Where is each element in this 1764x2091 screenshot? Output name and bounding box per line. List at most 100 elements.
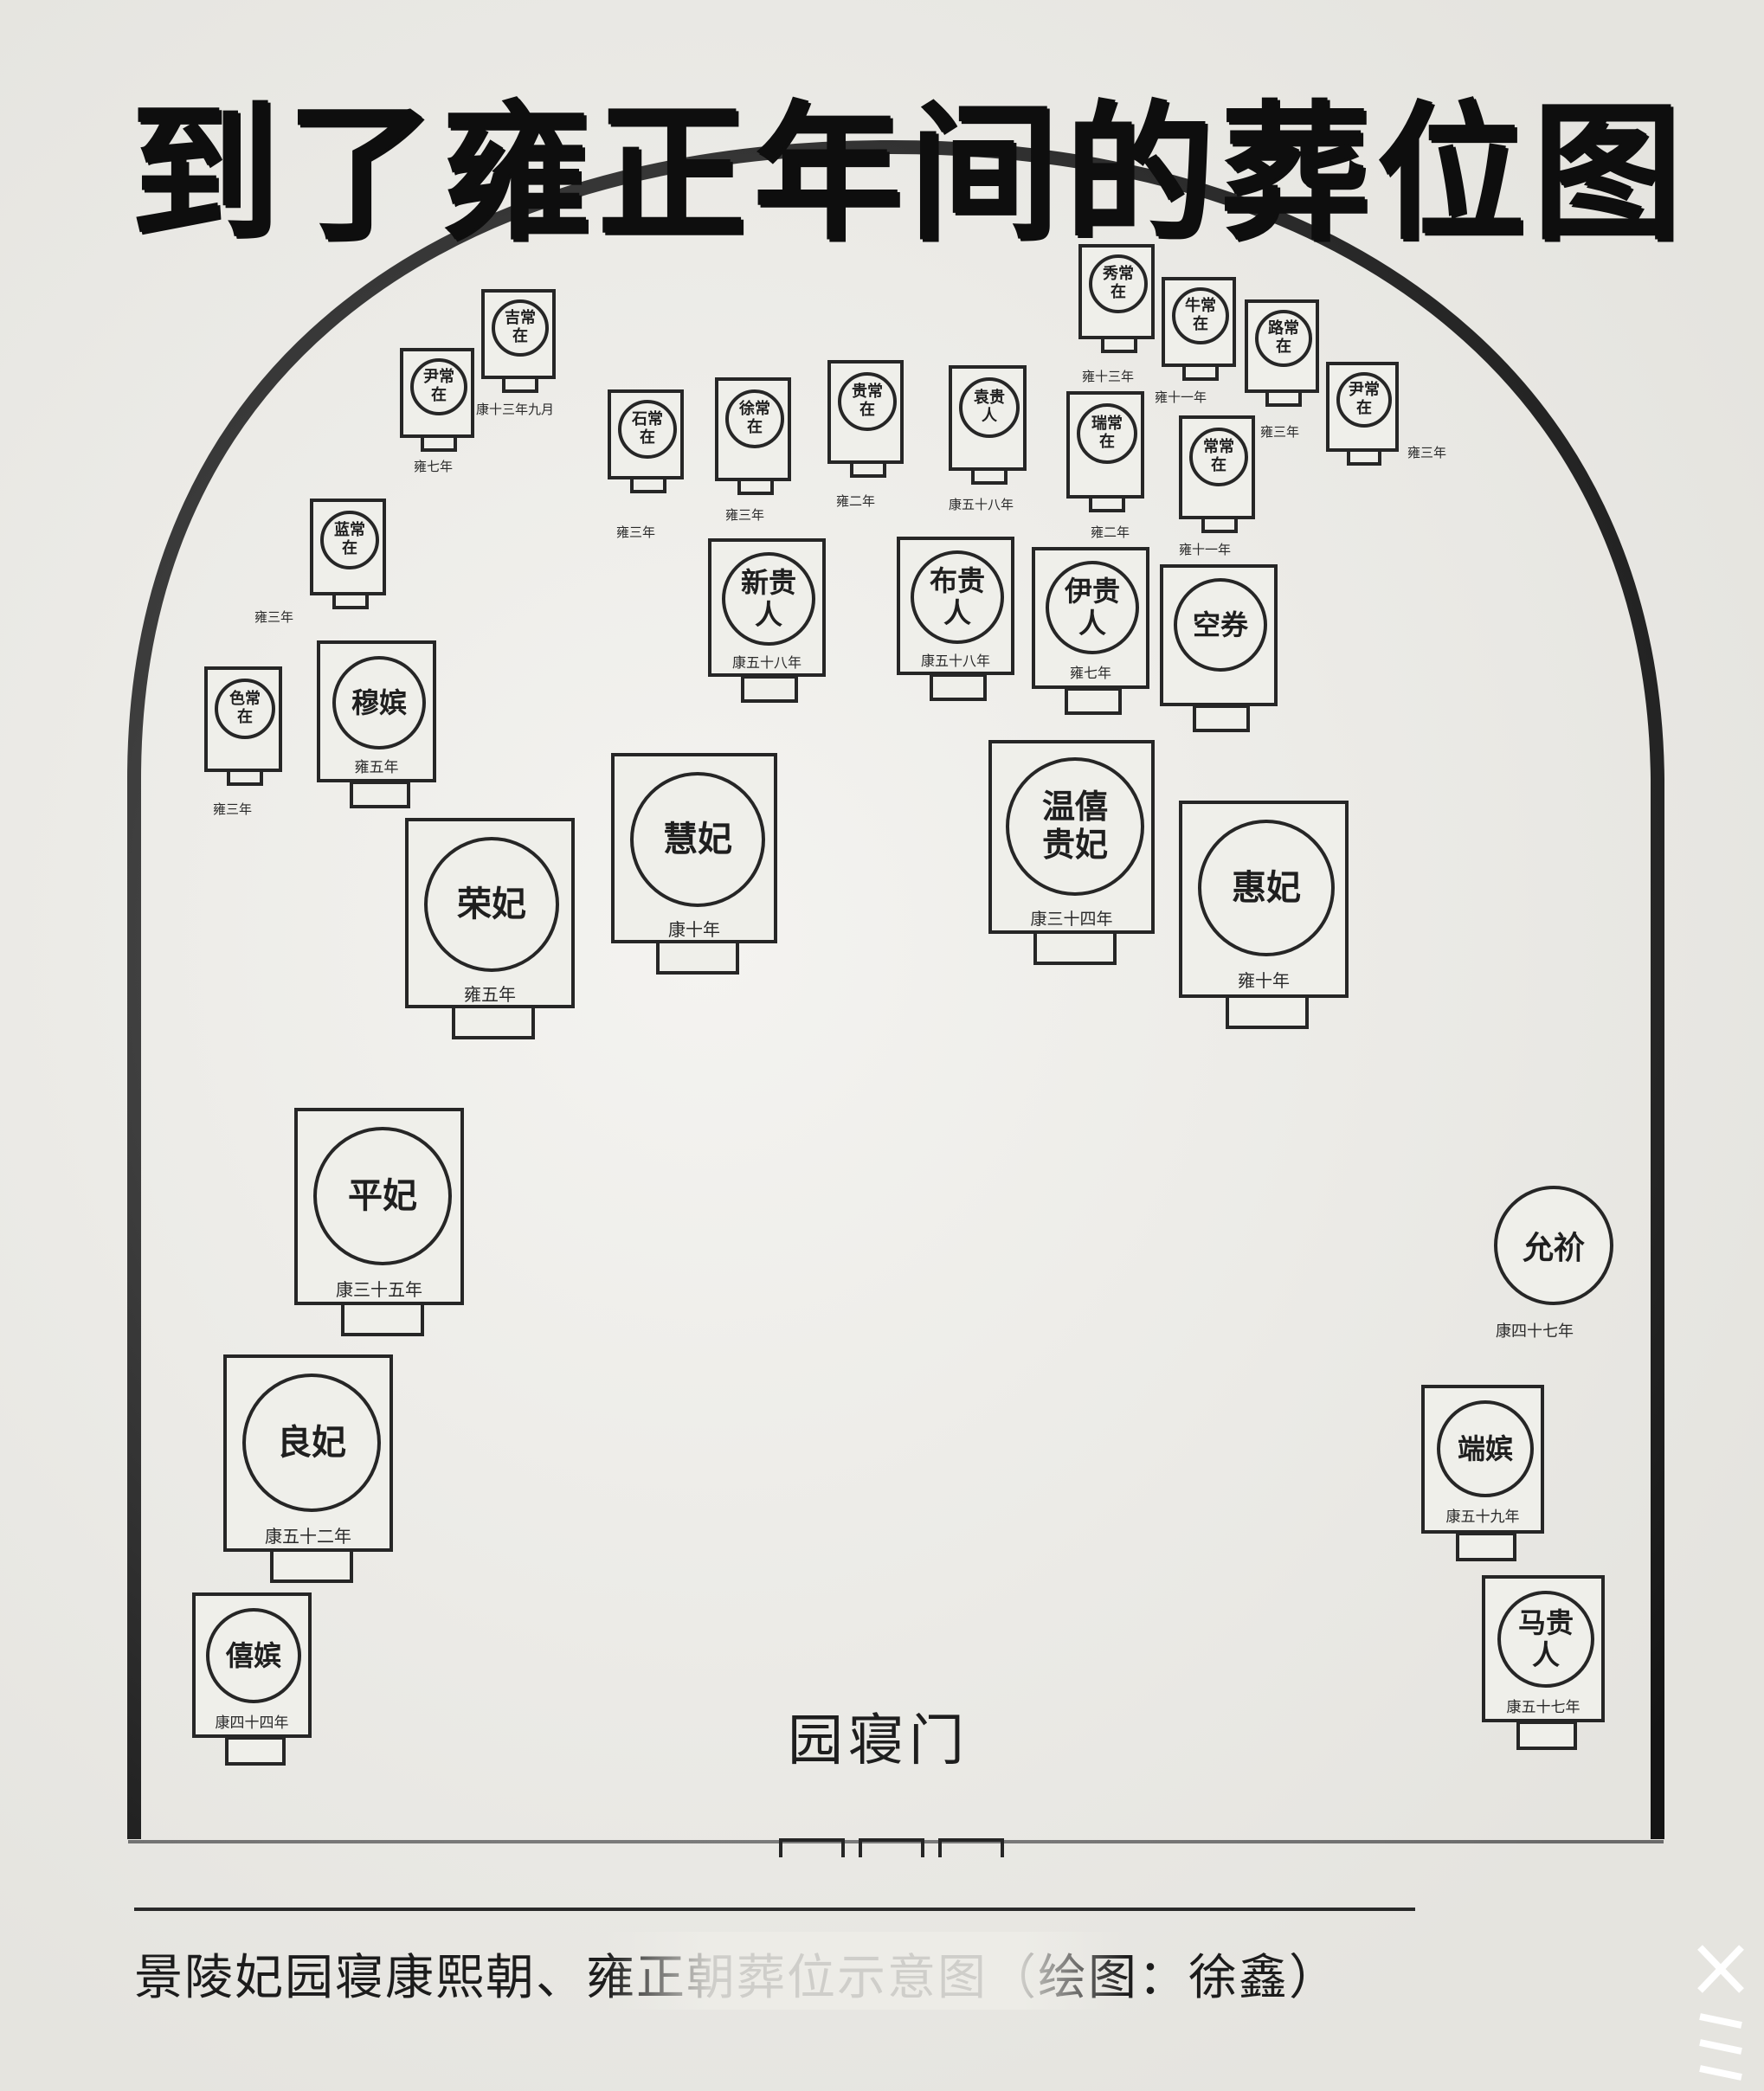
tomb-base: [502, 376, 538, 393]
tomb-base: [1033, 930, 1117, 965]
tomb-year: 雍十年: [1238, 970, 1290, 991]
small-11-year: 雍三年: [1260, 424, 1300, 440]
tomb-name: 瑞常在: [1091, 415, 1123, 451]
tomb-small-6[interactable]: 袁贵人: [949, 365, 1027, 485]
tomb-huifei[interactable]: 惠妃 雍十年: [1179, 801, 1349, 1029]
tomb-name: 新贵人: [740, 566, 796, 631]
tomb-name: 穆嫔: [351, 685, 407, 719]
tomb-base: [225, 1736, 286, 1766]
tomb-name: 慧妃: [663, 820, 732, 859]
tomb-base: [850, 460, 886, 478]
tomb-base: [741, 675, 798, 703]
tomb-name: 路常在: [1268, 319, 1299, 356]
small-5-year: 雍二年: [836, 493, 876, 509]
tomb-name: 端嫔: [1457, 1432, 1513, 1465]
tomb-huifei-wise[interactable]: 慧妃 康十年: [611, 753, 777, 975]
small-9-year: 雍十一年: [1179, 542, 1232, 557]
tomb-base: [341, 1302, 424, 1336]
tomb-year: 康五十七年: [1506, 1699, 1581, 1716]
tomb-name: 空券: [1192, 608, 1248, 641]
tomb-year: 康五十二年: [265, 1526, 351, 1547]
tomb-base: [737, 478, 774, 495]
small-2-year: 雍七年: [414, 459, 454, 474]
tomb-small-14[interactable]: 色常在: [204, 666, 282, 786]
tomb-name: 僖嫔: [225, 1638, 281, 1672]
tomb-ruipin[interactable]: 端嫔 康五十九年: [1421, 1385, 1544, 1561]
tomb-liangfei[interactable]: 良妃 康五十二年: [223, 1354, 393, 1583]
small-7-year: 雍十三年: [1082, 369, 1135, 384]
gate-pillar: [859, 1838, 924, 1857]
tomb-base: [332, 592, 369, 609]
gate-label: 园寝门: [788, 1709, 969, 1773]
tomb-year: 雍七年: [1069, 665, 1111, 681]
tomb-name: 蓝常在: [334, 521, 365, 557]
tomb-name: 马贵人: [1517, 1606, 1574, 1671]
small-14-year: 雍三年: [213, 801, 253, 817]
tomb-base: [930, 673, 987, 701]
gate-structure: [779, 1838, 1004, 1857]
tomb-year: 康三十四年: [1030, 910, 1113, 929]
tomb-name: 常常在: [1203, 438, 1234, 474]
tomb-xipin[interactable]: 僖嫔 康四十四年: [192, 1592, 312, 1766]
watermark-icon: [1697, 1945, 1744, 2081]
tomb-year: 雍五年: [464, 984, 516, 1005]
cemetery-wall-arch: [127, 139, 1664, 1839]
tomb-small-8[interactable]: 瑞常在: [1066, 391, 1144, 512]
tomb-ma-guiren[interactable]: 马贵人 康五十七年: [1482, 1575, 1605, 1750]
tomb-name: 尹常在: [1349, 381, 1380, 417]
tomb-name: 尹常在: [423, 368, 454, 404]
tomb-yunqi[interactable]: 允祄: [1494, 1186, 1613, 1305]
tomb-small-9[interactable]: 常常在: [1179, 415, 1255, 533]
tomb-small-13[interactable]: 蓝常在: [310, 499, 386, 609]
tomb-name: 牛常在: [1185, 297, 1216, 333]
tomb-base: [270, 1548, 353, 1583]
tomb-small-10[interactable]: 牛常在: [1162, 277, 1236, 381]
caption-rule: [134, 1908, 1415, 1911]
tomb-xin-guiren[interactable]: 新贵人 康五十八年: [708, 538, 826, 703]
tomb-base: [1089, 495, 1125, 512]
small-12-year: 雍三年: [1407, 445, 1447, 460]
tomb-mupin[interactable]: 穆嫔 雍五年: [317, 640, 436, 808]
tomb-name: 石常在: [632, 410, 663, 447]
tomb-year: 雍五年: [354, 759, 399, 776]
tomb-year: 康五十八年: [920, 653, 990, 669]
tomb-name: 温僖贵妃: [1041, 788, 1108, 864]
tomb-name: 贵常在: [852, 383, 883, 419]
small-6-year: 康五十八年: [949, 497, 1014, 512]
gate-pillar: [938, 1838, 1004, 1857]
small-13-year: 雍三年: [254, 609, 294, 625]
tomb-small-5[interactable]: 贵常在: [827, 360, 904, 478]
tomb-base: [350, 781, 410, 808]
tomb-name: 吉常在: [505, 309, 536, 345]
tomb-wenxi[interactable]: 温僖贵妃 康三十四年: [988, 740, 1155, 965]
tomb-base: [1065, 687, 1122, 715]
tomb-small-4[interactable]: 徐常在: [715, 377, 791, 495]
tomb-name: 伊贵人: [1064, 575, 1120, 640]
tomb-name: 布贵人: [929, 564, 985, 629]
page-title: 到了雍正年间的葬位图: [130, 87, 1688, 261]
tomb-small-7[interactable]: 秀常在: [1078, 244, 1155, 353]
small-8-year: 雍二年: [1091, 524, 1130, 540]
tomb-name: 惠妃: [1232, 868, 1301, 908]
tomb-small-2[interactable]: 尹常在: [400, 348, 474, 452]
tomb-base: [1265, 389, 1302, 407]
tomb-base: [1201, 516, 1238, 533]
tomb-base: [656, 940, 739, 975]
tomb-yi-guiren[interactable]: 伊贵人 雍七年: [1032, 547, 1149, 715]
tomb-base: [421, 434, 457, 452]
tomb-name: 袁贵人: [974, 389, 1005, 425]
tomb-year: 康十年: [668, 919, 720, 940]
small-3-year: 雍三年: [616, 524, 656, 540]
tomb-bu-guiren[interactable]: 布贵人 康五十八年: [897, 537, 1014, 701]
tomb-small-11[interactable]: 路常在: [1245, 299, 1319, 407]
tomb-base: [1516, 1721, 1577, 1750]
small-1-year: 康十三年九月: [476, 402, 555, 417]
tomb-small-3[interactable]: 石常在: [608, 389, 684, 493]
tomb-rongfei[interactable]: 荣妃 雍五年: [405, 818, 575, 1039]
tomb-pingfei[interactable]: 平妃 康三十五年: [294, 1108, 464, 1336]
tomb-name: 秀常在: [1103, 265, 1134, 301]
tomb-kongquan[interactable]: 空券: [1160, 564, 1278, 732]
tomb-small-1[interactable]: 吉常在: [481, 289, 556, 393]
tomb-name: 徐常在: [739, 400, 770, 436]
tomb-small-12[interactable]: 尹常在: [1326, 362, 1399, 466]
